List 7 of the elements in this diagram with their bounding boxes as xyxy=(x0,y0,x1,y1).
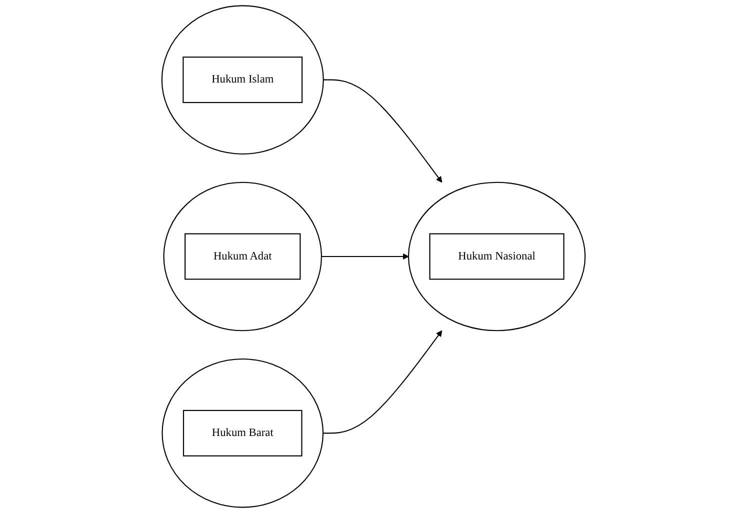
arrow xyxy=(321,253,409,260)
text-box: Hukum Barat xyxy=(182,410,302,456)
arrow xyxy=(323,330,442,434)
arrow xyxy=(323,79,442,183)
text-box: Hukum Adat xyxy=(184,233,301,280)
text-box: Hukum Nasional xyxy=(429,233,564,280)
text-box: Hukum Islam xyxy=(182,56,303,104)
